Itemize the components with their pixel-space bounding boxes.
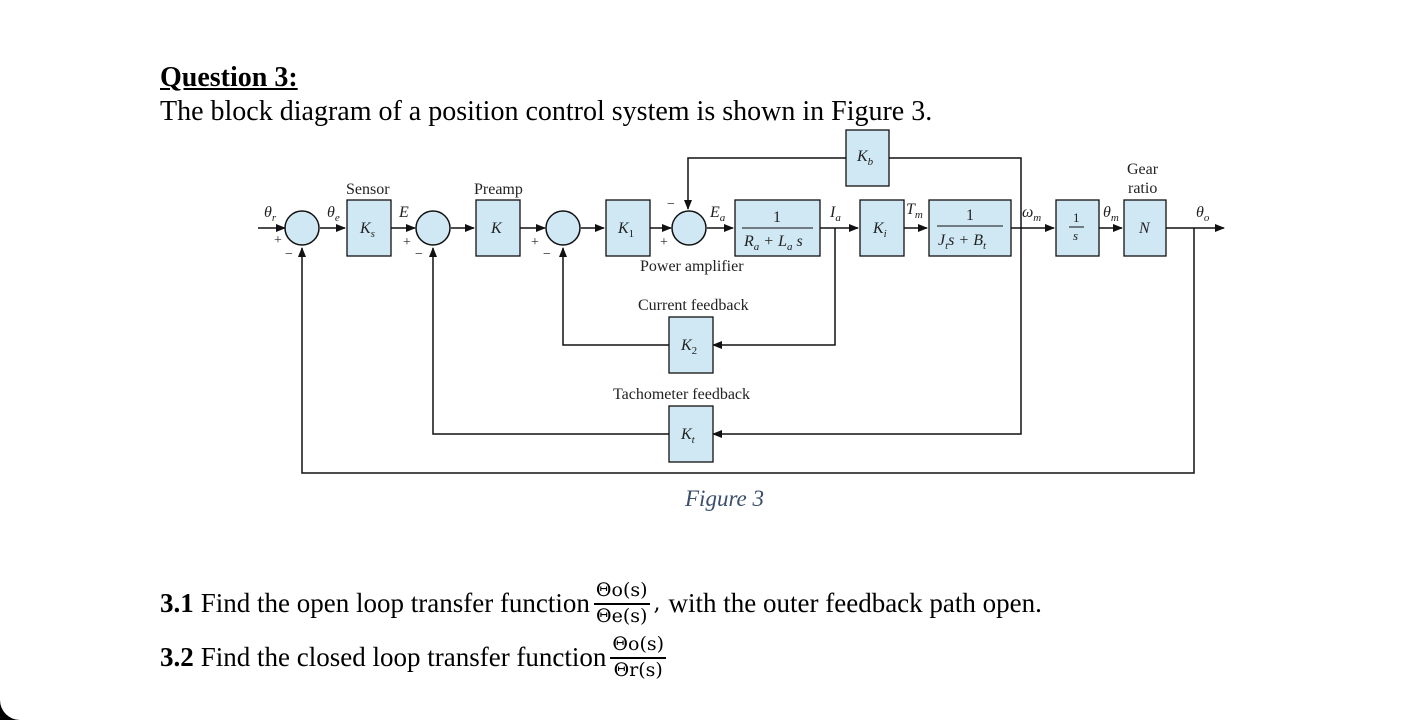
- tachometer-feedback-label: Tachometer feedback: [613, 386, 750, 403]
- svg-text:−: −: [285, 247, 293, 262]
- svg-text:N: N: [1138, 220, 1151, 237]
- question-3-1: 3.1 Find the open loop transfer function…: [160, 579, 1042, 628]
- figure-caption: Figure 3: [685, 486, 764, 511]
- svg-text:s: s: [1073, 228, 1078, 243]
- svg-text:Jts + Bt: Jts + Bt: [938, 232, 987, 252]
- question-number: 3.2: [160, 642, 194, 673]
- svg-text:1: 1: [966, 207, 974, 224]
- integrator-block: [1055, 199, 1100, 257]
- fraction-denominator: Θr(s): [613, 658, 663, 681]
- svg-text:+: +: [403, 235, 411, 250]
- svg-text:−: −: [543, 247, 551, 262]
- svg-text:Tm: Tm: [906, 201, 923, 221]
- summing-junction-3: [545, 210, 581, 246]
- svg-text:−: −: [667, 197, 675, 212]
- gear-label-line1: Gear: [1127, 161, 1159, 178]
- svg-text:θr: θr: [264, 204, 277, 224]
- svg-text:θe: θe: [327, 204, 340, 224]
- svg-text:1: 1: [773, 209, 781, 226]
- current-feedback-label: Current feedback: [638, 297, 749, 314]
- svg-text:E: E: [398, 204, 409, 221]
- junction-signs: +− +− +− −+: [274, 197, 675, 262]
- transfer-function-fraction: Θo(s) Θe(s): [593, 579, 650, 628]
- sensor-block: [346, 199, 392, 257]
- gear-label-line2: ratio: [1128, 180, 1157, 197]
- question-number: 3.1: [160, 588, 194, 619]
- svg-text:+: +: [660, 235, 668, 250]
- svg-text:1: 1: [1073, 210, 1080, 225]
- kb-block: [845, 129, 890, 187]
- sensor-label: Sensor: [346, 181, 390, 198]
- question-text-after: with the outer feedback path open.: [668, 588, 1042, 619]
- summing-junction-2: [415, 210, 451, 246]
- fraction-numerator: Θo(s): [610, 633, 667, 659]
- kt-block: [668, 405, 714, 463]
- svg-text:Ia: Ia: [829, 204, 841, 224]
- summing-junction-1: [284, 210, 320, 246]
- svg-text:ωm: ωm: [1022, 204, 1041, 224]
- svg-text:K: K: [490, 220, 503, 237]
- summing-junction-4: [671, 210, 707, 246]
- question-text: Find the open loop transfer function: [200, 588, 590, 619]
- k2-block: [668, 316, 714, 374]
- k1-block: [605, 199, 651, 257]
- ki-block: [859, 199, 905, 257]
- preamp-block: [475, 199, 521, 257]
- question-intro: The block diagram of a position control …: [160, 96, 933, 127]
- question-3-2: 3.2 Find the closed loop transfer functi…: [160, 633, 670, 682]
- question-text: Find the closed loop transfer function: [200, 642, 607, 673]
- motor-block: [928, 199, 1012, 257]
- power-amplifier-label: Power amplifier: [640, 258, 744, 275]
- svg-text:Ea: Ea: [709, 204, 726, 224]
- preamp-label: Preamp: [474, 181, 523, 198]
- svg-text:+: +: [274, 233, 282, 248]
- svg-text:−: −: [415, 247, 423, 262]
- svg-text:Ki: Ki: [872, 220, 887, 240]
- svg-text:θo: θo: [1196, 204, 1210, 224]
- gear-block: [1123, 199, 1167, 257]
- svg-text:θm: θm: [1103, 204, 1119, 224]
- fraction-denominator: Θe(s): [596, 604, 648, 627]
- transfer-function-fraction: Θo(s) Θr(s): [610, 633, 667, 682]
- signal-paths: [258, 157, 1225, 474]
- svg-text:+: +: [531, 235, 539, 250]
- fraction-numerator: Θo(s): [593, 579, 650, 605]
- question-heading: Question 3:: [160, 62, 298, 93]
